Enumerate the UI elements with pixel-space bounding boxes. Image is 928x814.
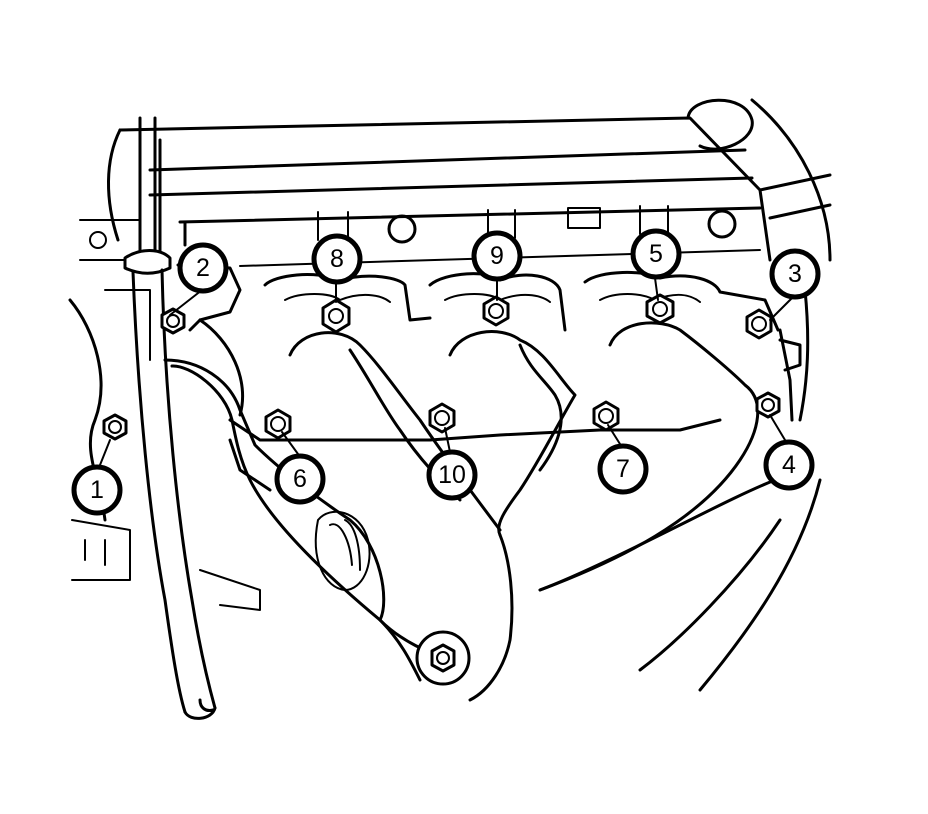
callout-8: 8 xyxy=(311,233,363,285)
bolt-5-head xyxy=(645,293,675,325)
callout-6-label: 6 xyxy=(293,465,307,493)
right-edge-lines xyxy=(638,288,822,692)
callout-9: 9 xyxy=(471,230,523,282)
callout-1: 1 xyxy=(71,464,123,516)
bolt-9-head xyxy=(482,295,510,327)
bolt-6-head xyxy=(264,408,292,440)
callout-4-label: 4 xyxy=(782,451,796,479)
callout-6: 6 xyxy=(274,453,326,505)
callout-2: 2 xyxy=(177,242,229,294)
callout-2-label: 2 xyxy=(196,254,210,282)
bolt-8-head xyxy=(321,298,351,334)
bolt-1-head xyxy=(102,413,128,441)
leader-lines xyxy=(97,277,795,471)
bolt-4-head xyxy=(755,391,781,419)
manifold-flange xyxy=(176,263,780,442)
bolt-7-head xyxy=(592,400,620,432)
callout-3: 3 xyxy=(769,248,821,300)
collector-bolt xyxy=(415,630,471,686)
dipstick-tube xyxy=(123,116,217,720)
callout-10: 10 xyxy=(426,449,478,501)
manifold-body xyxy=(163,318,777,702)
callout-8-label: 8 xyxy=(330,245,344,273)
oil-fill-cap xyxy=(686,98,832,262)
callout-7: 7 xyxy=(597,443,649,495)
bolt-10-head xyxy=(428,402,456,434)
callout-5-label: 5 xyxy=(649,240,663,268)
callout-1-label: 1 xyxy=(90,476,104,504)
bolt-group xyxy=(102,293,781,686)
callout-4: 4 xyxy=(763,439,815,491)
callout-5: 5 xyxy=(630,228,682,280)
bolt-3-head xyxy=(745,308,773,340)
callout-3-label: 3 xyxy=(788,260,802,288)
callout-7-label: 7 xyxy=(616,455,630,483)
callout-9-label: 9 xyxy=(490,242,504,270)
callout-10-label: 10 xyxy=(438,461,466,489)
bolt-2-head xyxy=(160,307,186,335)
